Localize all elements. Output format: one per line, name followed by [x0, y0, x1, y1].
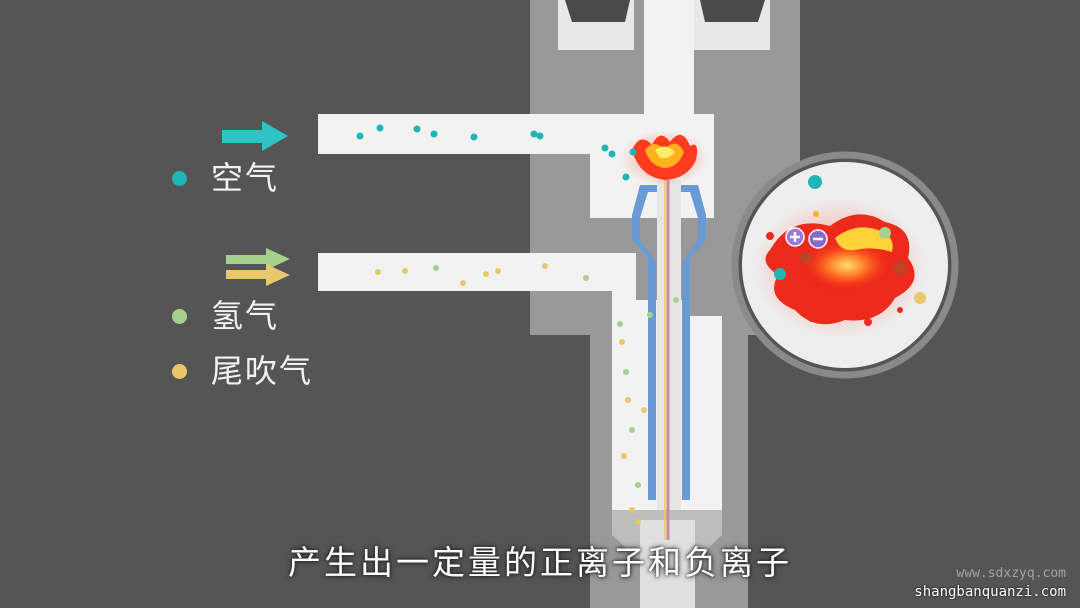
flame [620, 130, 708, 186]
legend-label-hydrogen: 氢气 [211, 297, 280, 335]
subtitle: 产生出一定量的正离子和负离子 [288, 543, 792, 582]
hydrogen-particles [433, 265, 679, 488]
nozzle [632, 180, 706, 540]
double-right-arrow-icon [226, 248, 290, 286]
legend-item-air: 空气 [172, 162, 279, 194]
right-arrow-icon [222, 121, 288, 151]
air-particles [356, 124, 637, 181]
makeup-gas-particles [375, 263, 647, 525]
positive-ion-icon [785, 227, 805, 247]
air-dot-icon [172, 170, 187, 186]
negative-ion-icon [808, 229, 828, 249]
magnifier-lens [731, 151, 959, 379]
watermark-line1: www.sdxzyq.com [956, 566, 1066, 581]
legend-item-makeup-gas: 尾吹气 [172, 355, 313, 387]
hydrogen-dot-icon [172, 308, 187, 324]
watermark-line2: shangbanquanzi.com [914, 584, 1066, 600]
legend-label-makeup-gas: 尾吹气 [211, 352, 314, 390]
makeup-gas-dot-icon [172, 363, 187, 379]
legend-label-air: 空气 [211, 159, 280, 197]
legend-item-hydrogen: 氢气 [172, 300, 279, 332]
